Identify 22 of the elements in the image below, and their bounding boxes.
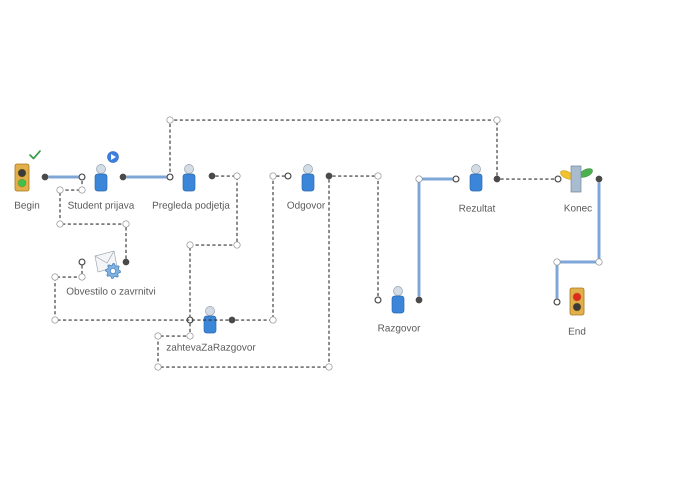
step-label: Odgovor: [287, 201, 325, 211]
connector: [48, 176, 79, 178]
connector: [157, 179, 330, 368]
connector: [500, 178, 555, 180]
step-label: Pregleda podjetja: [152, 201, 230, 211]
connector: [126, 176, 167, 178]
step-label: zahtevaZaRazgovor: [166, 343, 256, 353]
connector: [59, 180, 127, 259]
connector: [169, 119, 498, 176]
step-label: Razgovor: [378, 324, 420, 334]
step-label: Konec: [564, 204, 592, 212]
connector: [418, 178, 453, 297]
connector: [54, 265, 229, 321]
connector: [556, 182, 600, 299]
connector: [189, 175, 238, 317]
connector: [235, 175, 285, 321]
step-label: Begin: [15, 201, 40, 211]
step-label: Student prijava: [68, 201, 134, 211]
step-label: Rezultat: [459, 204, 496, 212]
step-label: End: [568, 327, 586, 335]
step-label: Obvestilo o zavrnitvi: [66, 287, 156, 295]
connector: [332, 175, 379, 297]
